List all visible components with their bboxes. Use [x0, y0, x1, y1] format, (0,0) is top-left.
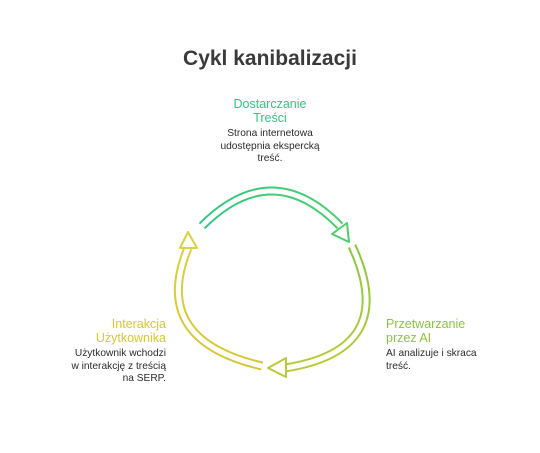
stage-delivery-desc-line: treść.	[257, 153, 283, 164]
stage-processing-title-line: przez AI	[386, 331, 432, 345]
stage-interaction-description: Użytkownik wchodzi w interakcję z treści…	[40, 348, 166, 386]
stage-delivery-description: Strona internetowa udostępnia ekspercką …	[208, 128, 332, 166]
stage-delivery-desc-line: udostępnia ekspercką	[220, 140, 320, 152]
stage-delivery: Dostarczanie Treści Strona internetowa u…	[208, 97, 332, 166]
arrow-processing	[267, 244, 371, 378]
stage-interaction-title: Interakcja Użytkownika	[40, 317, 166, 345]
stage-delivery-title-line: Dostarczanie	[233, 97, 307, 111]
stage-processing: Przetwarzanie przez AI AI analizuje i sk…	[386, 317, 526, 373]
stage-processing-desc-line: AI analizuje i skraca	[386, 348, 477, 359]
stage-interaction: Interakcja Użytkownika Użytkownik wchodz…	[40, 317, 166, 386]
stage-processing-desc-line: treść.	[386, 360, 411, 372]
diagram-title: Cykl kanibalizacji	[183, 47, 357, 70]
stage-interaction-title-line: Interakcja	[111, 317, 166, 331]
stage-interaction-title-line: Użytkownika	[95, 331, 166, 345]
arrow-delivery	[198, 186, 350, 243]
stage-processing-title-line: Przetwarzanie	[386, 317, 466, 331]
stage-interaction-desc-line: w interakcję z treścią	[71, 360, 166, 372]
stage-interaction-desc-line: na SERP.	[122, 373, 166, 384]
stage-processing-description: AI analizuje i skraca treść.	[386, 348, 526, 373]
stage-processing-title: Przetwarzanie przez AI	[386, 317, 526, 345]
stage-interaction-desc-line: Użytkownik wchodzi	[74, 348, 166, 359]
arrowhead-delivery	[331, 222, 350, 243]
arrowhead-processing	[267, 357, 287, 378]
stage-delivery-desc-line: Strona internetowa	[227, 128, 313, 139]
stage-delivery-title: Dostarczanie Treści	[208, 97, 332, 125]
stage-delivery-title-line: Treści	[253, 111, 287, 125]
arrowhead-interaction	[179, 231, 198, 249]
arrow-interaction	[174, 231, 264, 371]
